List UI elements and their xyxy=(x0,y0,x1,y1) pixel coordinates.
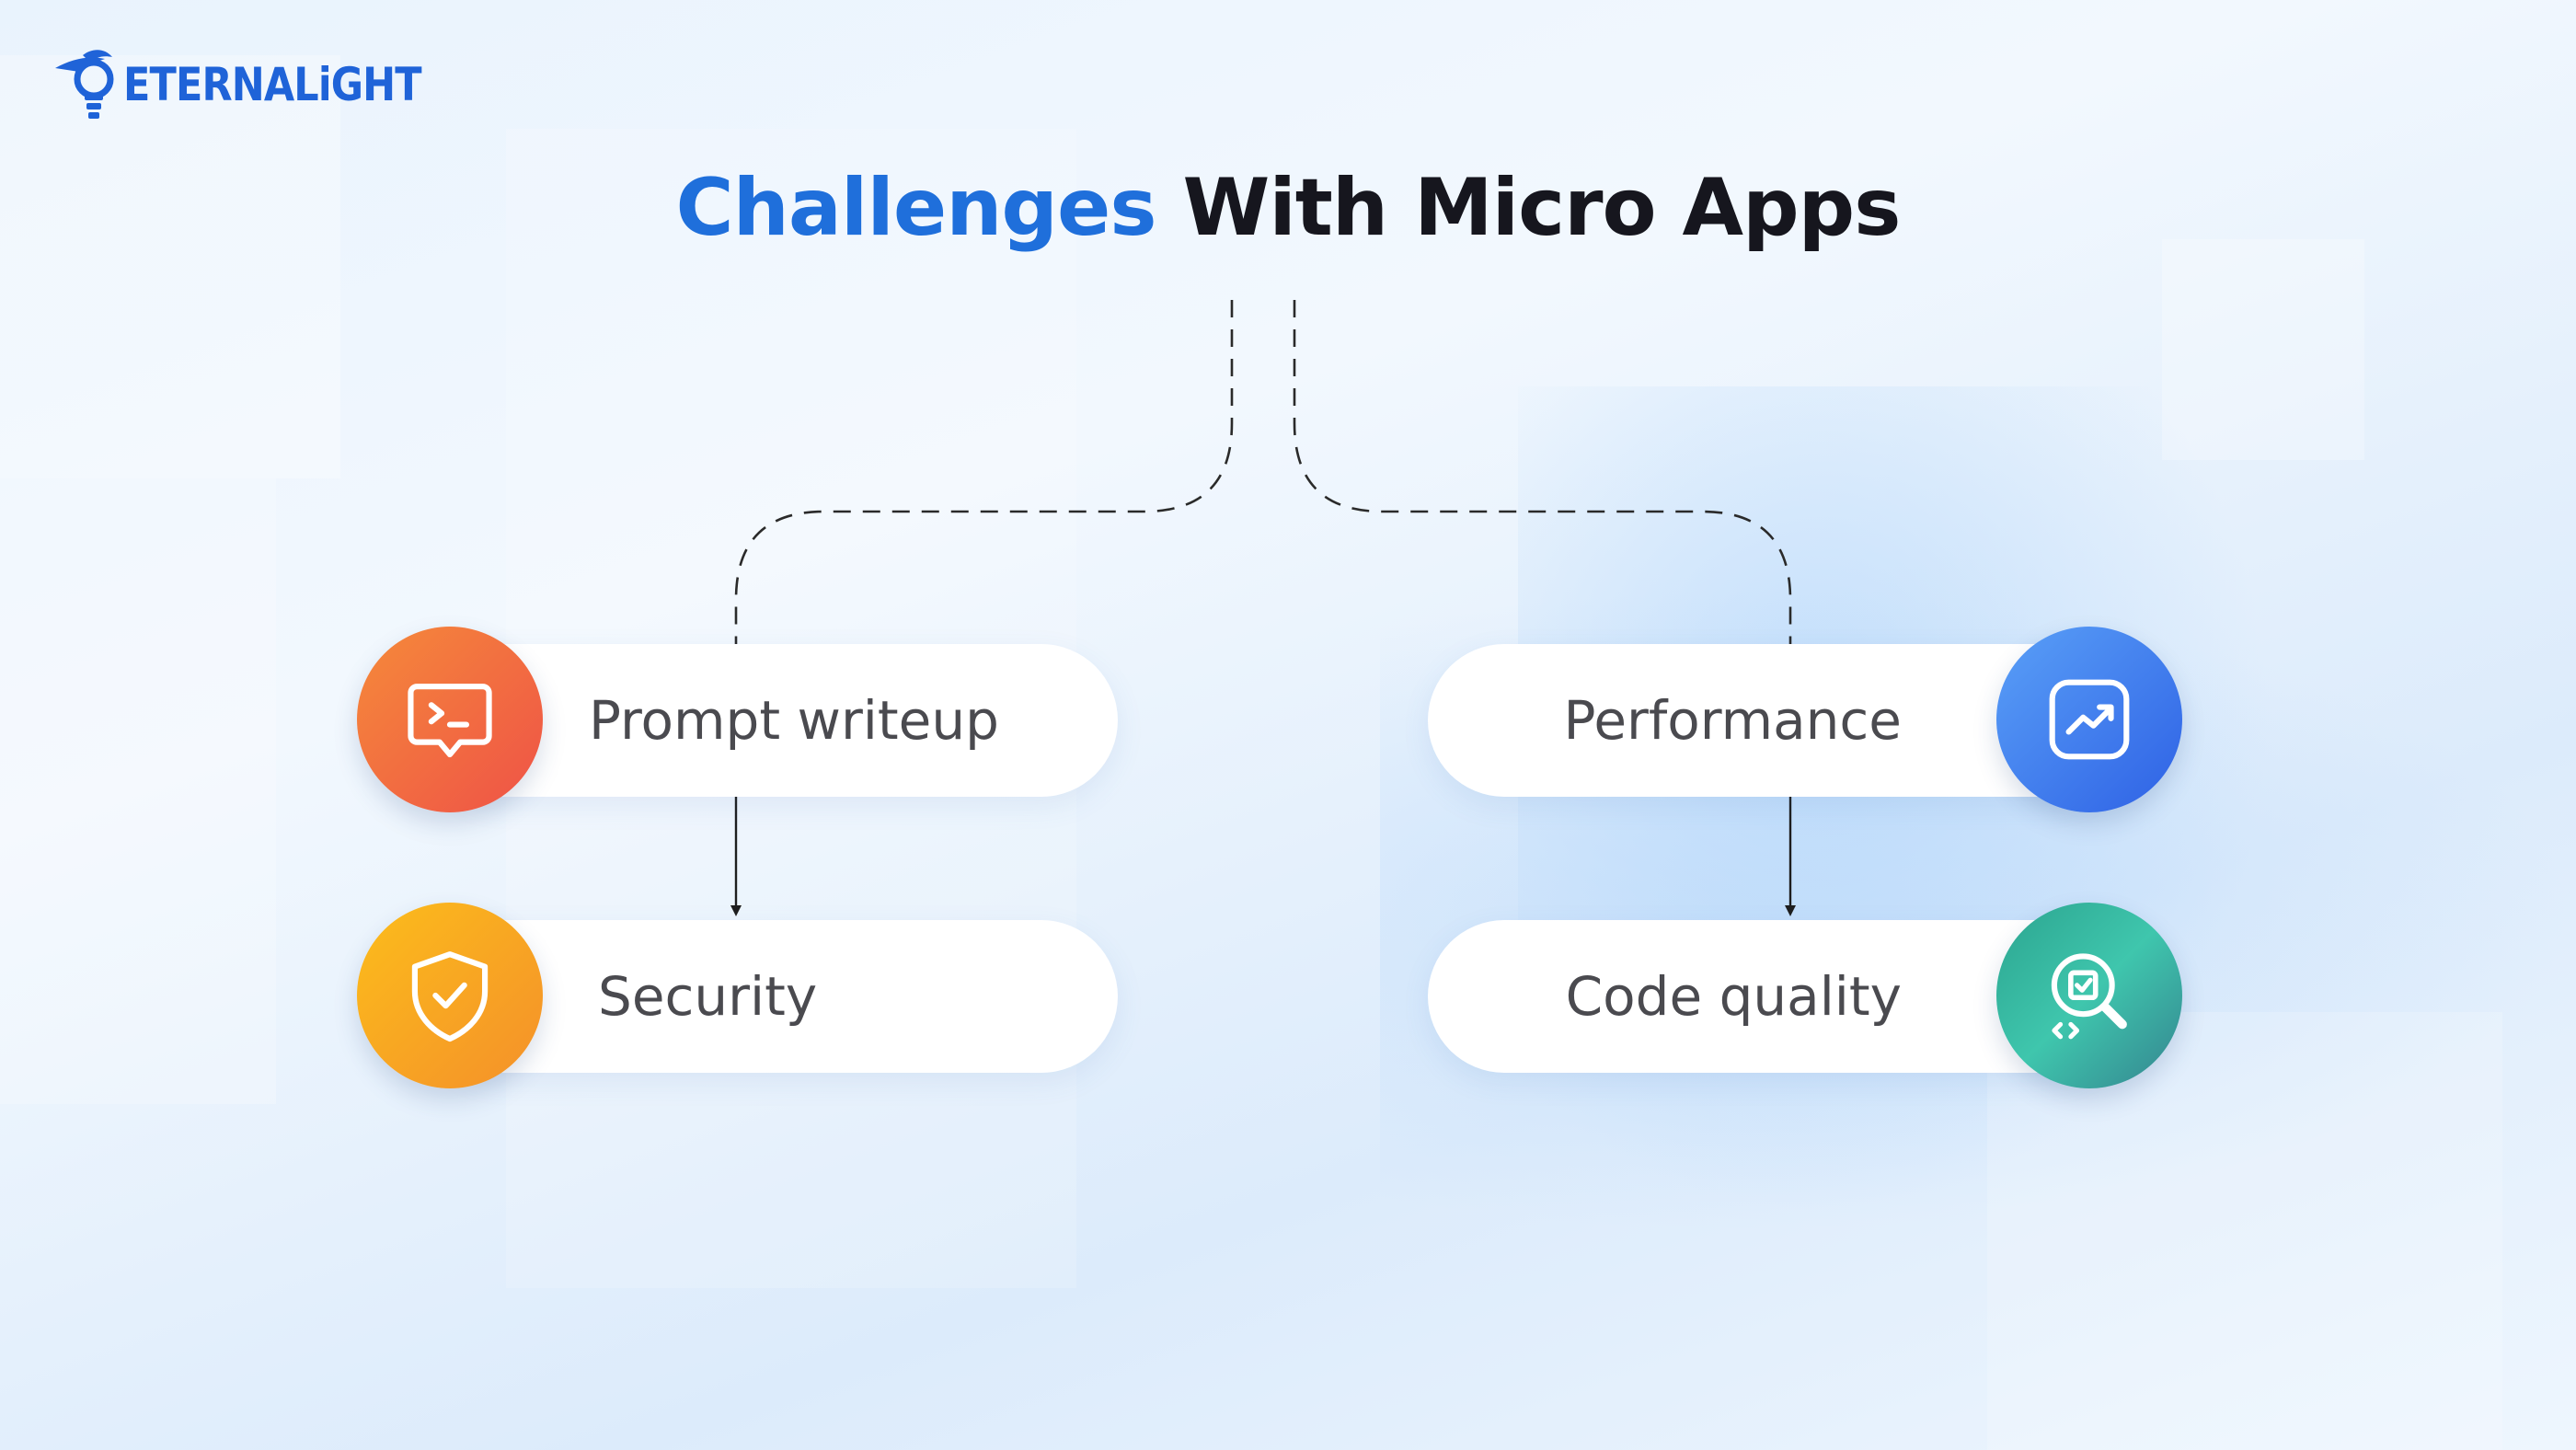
page-title: Challenges With Micro Apps xyxy=(0,162,2576,254)
brand-logo: ETERNALiGHT xyxy=(46,39,469,131)
challenge-card-prompt-writeup: Prompt writeup xyxy=(423,644,1118,797)
title-highlight: Challenges xyxy=(675,162,1157,254)
lightbulb-bird-icon xyxy=(55,50,114,119)
challenge-label: Security xyxy=(598,965,818,1028)
title-rest: With Micro Apps xyxy=(1182,162,1901,254)
terminal-chat-icon xyxy=(357,627,543,812)
challenge-label: Prompt writeup xyxy=(589,689,999,752)
code-review-search-icon xyxy=(1996,903,2182,1088)
connector-right-branch xyxy=(1293,300,1792,644)
challenge-label: Performance xyxy=(1563,689,1902,752)
trending-chart-icon xyxy=(1996,627,2182,812)
shield-check-icon xyxy=(357,903,543,1088)
challenge-label: Code quality xyxy=(1565,965,1902,1028)
brand-name: ETERNALiGHT xyxy=(123,58,422,111)
connector-left-branch xyxy=(734,300,1234,644)
